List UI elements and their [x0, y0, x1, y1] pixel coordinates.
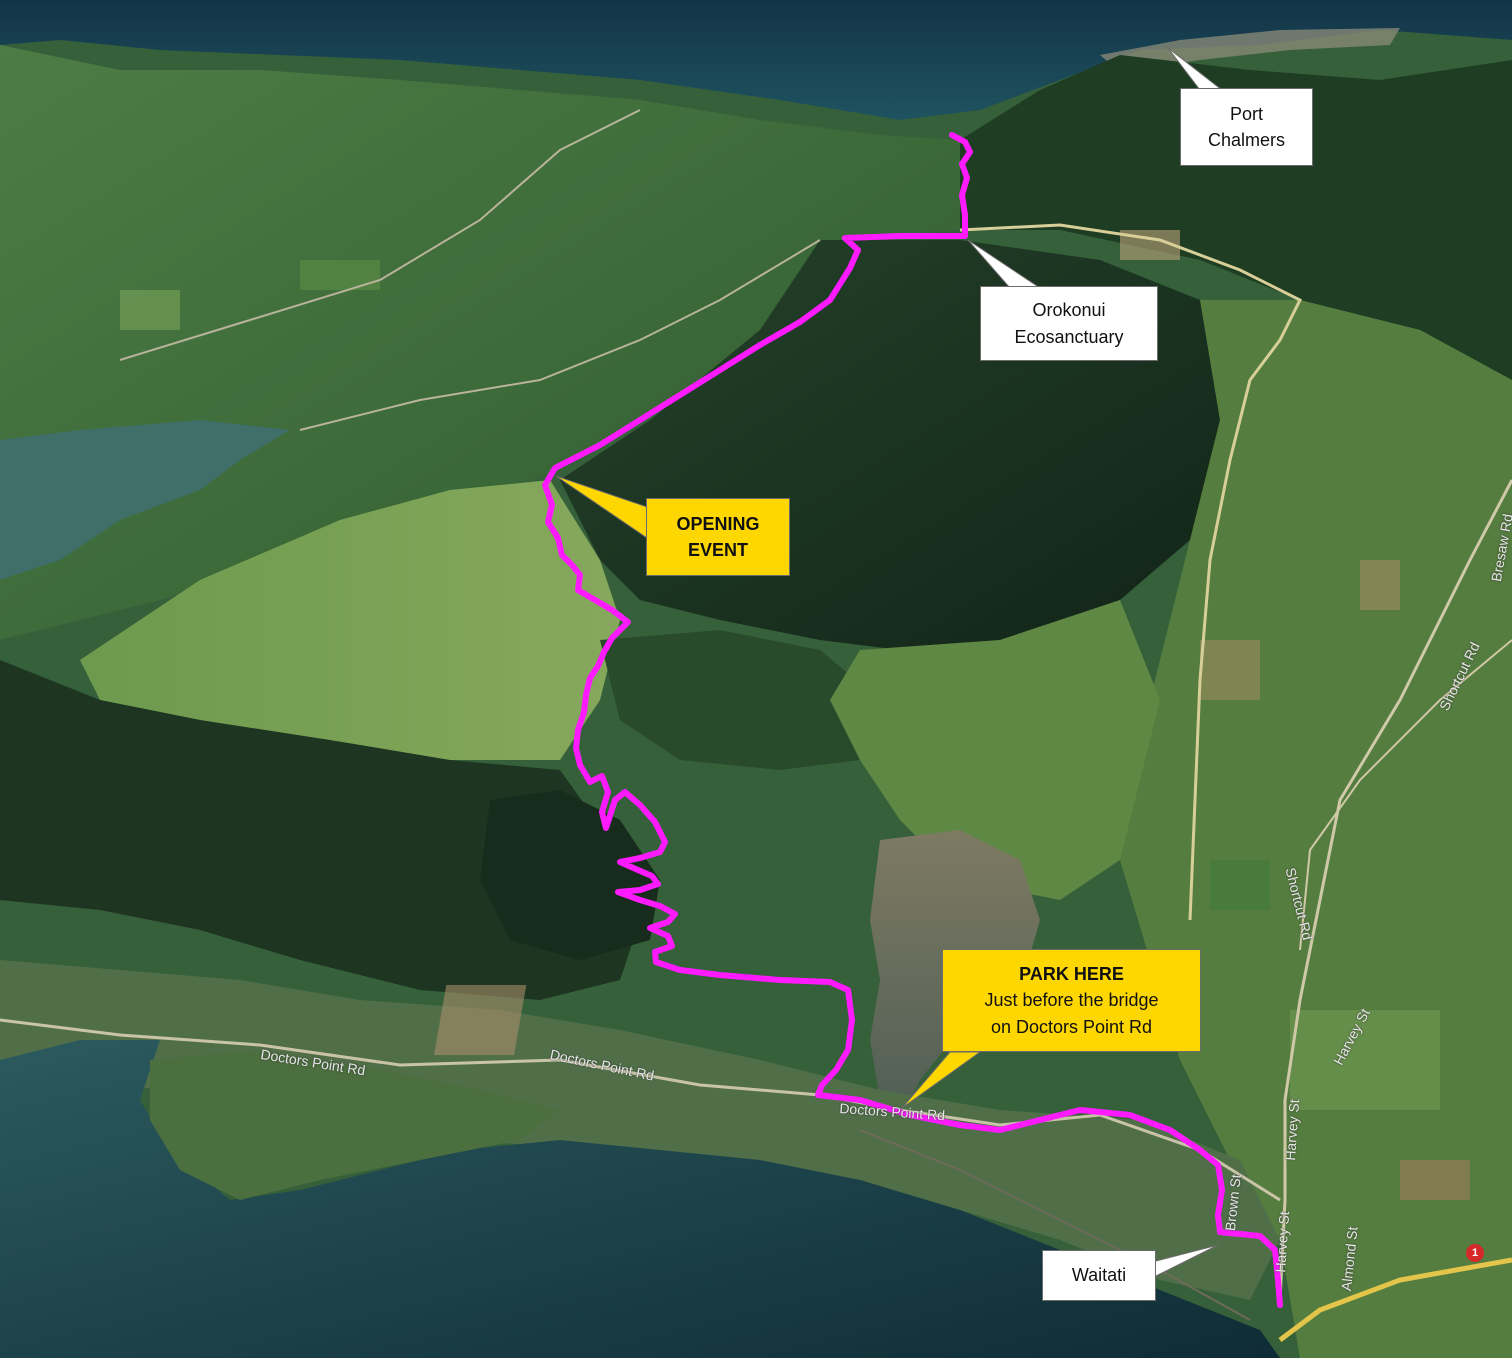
waitati-pointer: [1151, 1244, 1219, 1279]
doctors-point-road: [0, 1018, 1281, 1202]
otago-harbour: [0, 0, 1512, 120]
southwest-forest: [0, 660, 640, 1000]
callout-port-chalmers-line1: Port: [1229, 103, 1263, 124]
state-highway-1-shield: 1: [1466, 1244, 1484, 1262]
port-chalmers-pointer: [1167, 47, 1224, 91]
forest-slope-mid: [600, 630, 880, 770]
callout-park-here-line2: on Doctors Point Rd: [990, 1016, 1153, 1037]
bay-headland: [150, 1050, 560, 1200]
doctors-point-settlement: [0, 960, 1280, 1300]
northeast-forest: [960, 55, 1512, 380]
callout-orokonui-line1: Orokonui: [1032, 300, 1106, 321]
callout-park-here-heading: PARK HERE: [1019, 964, 1124, 985]
farm-track-north: [119, 109, 641, 361]
port-chalmers-town: [1100, 28, 1400, 72]
port-chalmers-road: [959, 223, 1303, 921]
callout-orokonui-line2: Ecosanctuary: [1014, 326, 1124, 347]
callout-waitati: Waitati: [1042, 1250, 1156, 1301]
shortcut-road: [1299, 639, 1512, 951]
highway-1: [1278, 1257, 1512, 1342]
northern-hills: [0, 45, 960, 640]
blueskin-bay: [0, 1040, 1280, 1358]
orokonui-pointer: [967, 239, 1042, 289]
western-pasture: [80, 480, 620, 760]
park-here-pointer: [901, 1051, 982, 1109]
harvey-street: [1278, 479, 1512, 1301]
blueskin-inlet-west: [0, 420, 290, 580]
callout-waitati-label: Waitati: [1071, 1265, 1127, 1286]
forest-knoll: [480, 790, 660, 960]
callout-park-here: PARK HERE Just before the bridge on Doct…: [942, 949, 1201, 1052]
callout-opening-line2: EVENT: [687, 540, 748, 560]
callout-opening-event: OPENING EVENT: [646, 498, 790, 576]
callout-park-here-line1: Just before the bridge: [984, 990, 1159, 1011]
farm-track-west: [299, 239, 821, 431]
route-line: [542, 132, 1283, 1308]
roads: [0, 109, 1512, 1342]
callout-opening-line1: OPENING: [676, 513, 760, 534]
callout-port-chalmers-line2: Chalmers: [1207, 130, 1286, 150]
callout-orokonui-ecosanctuary: Orokonui Ecosanctuary: [980, 286, 1158, 361]
rail-line: [859, 1129, 1251, 1321]
central-farmland: [830, 600, 1160, 900]
opening-event-pointer: [555, 475, 651, 541]
callout-port-chalmers: Port Chalmers: [1180, 88, 1313, 166]
